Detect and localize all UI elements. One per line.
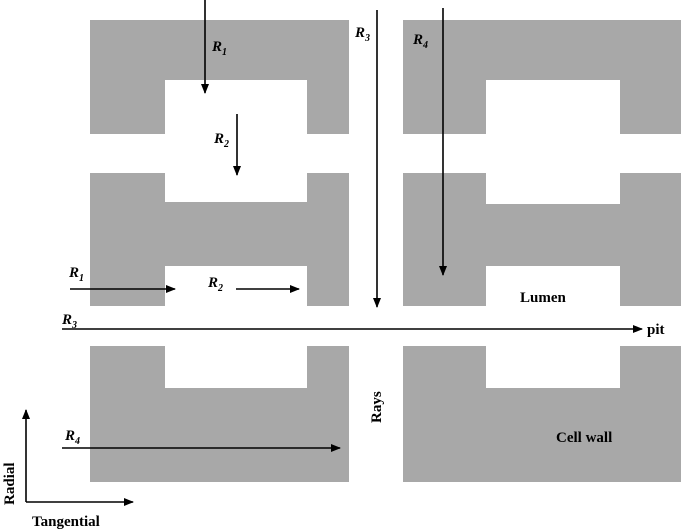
cell-wall-left-bottom: [90, 346, 349, 482]
label-r4-vertical: R4: [412, 32, 428, 51]
label-r1-vertical: R1: [211, 39, 227, 58]
cell-wall-left-middle: [90, 173, 349, 306]
label-tangential: Tangential: [32, 514, 100, 530]
cell-walls: [90, 20, 681, 482]
label-r2-horizontal: R2: [207, 275, 223, 294]
label-r2-vertical: R2: [213, 131, 229, 150]
label-r4-horizontal: R4: [64, 428, 80, 447]
flow-arrows: [22, 0, 643, 506]
cell-wall-right-top: [403, 20, 681, 134]
cell-wall-right-bottom: [403, 346, 681, 482]
label-r1-horizontal: R1: [68, 265, 84, 284]
label-r3-horizontal: R3: [61, 312, 77, 331]
label-r3-vertical: R3: [354, 25, 370, 44]
label-pit: pit: [647, 322, 665, 338]
label-rays: Rays: [369, 391, 385, 423]
label-cell-wall: Cell wall: [556, 430, 612, 446]
label-lumen: Lumen: [520, 290, 567, 306]
label-radial: Radial: [2, 462, 18, 505]
cell-wall-left-top: [90, 20, 349, 134]
cell-wall-right-middle: [403, 173, 681, 306]
